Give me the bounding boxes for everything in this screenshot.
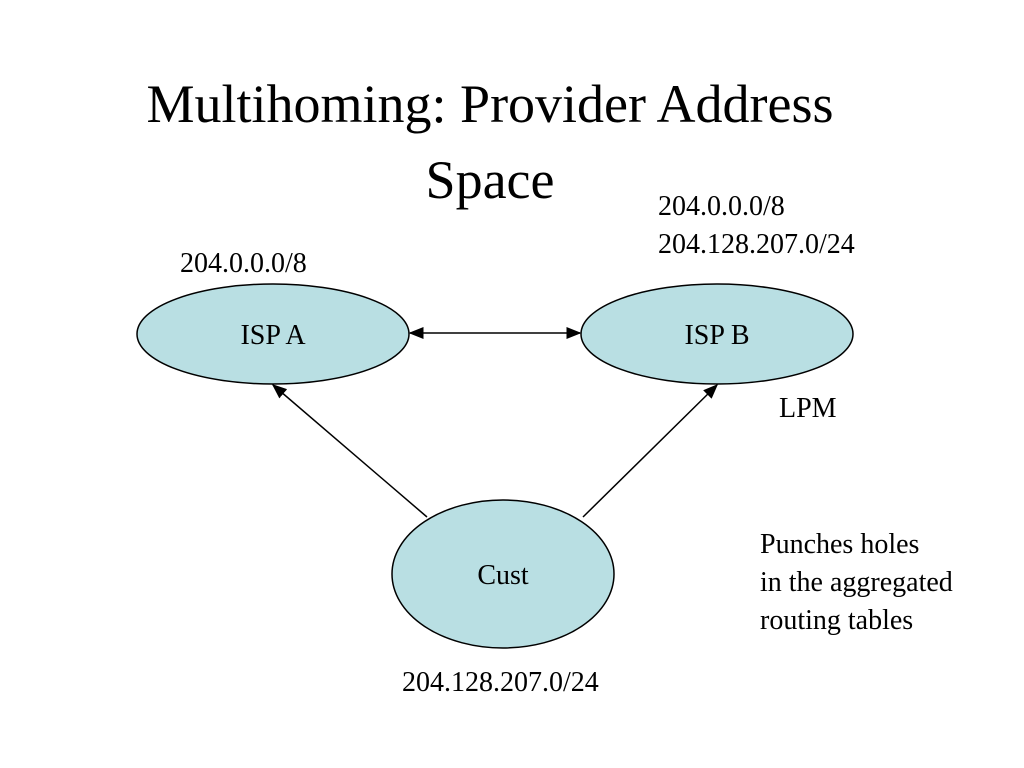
isp-b-prefix-2: 204.128.207.0/24 xyxy=(658,229,855,260)
isp-a-prefix: 204.0.0.0/8 xyxy=(180,248,307,279)
note-line-3: routing tables xyxy=(760,605,914,636)
title-line-2: Space xyxy=(425,150,555,210)
slide-title: Multihoming: Provider Address Space xyxy=(40,66,940,218)
cust-to-isp-b-link xyxy=(582,383,719,518)
lpm-label: LPM xyxy=(779,393,837,424)
isp-b-prefixes: 204.0.0.0/8 204.128.207.0/24 xyxy=(658,188,855,264)
isp-b-label: ISP B xyxy=(684,320,749,351)
cust-prefix: 204.128.207.0/24 xyxy=(402,667,599,698)
isp-a-label: ISP A xyxy=(240,320,306,351)
note-line-1: Punches holes xyxy=(760,529,920,560)
routing-note: Punches holes in the aggregated routing … xyxy=(760,526,953,640)
note-line-2: in the aggregated xyxy=(760,567,953,598)
isp-b-node: ISP B xyxy=(580,283,854,385)
cust-to-isp-a-link xyxy=(271,384,428,518)
isp-b-prefix-1: 204.0.0.0/8 xyxy=(658,191,785,222)
cust-label: Cust xyxy=(477,560,529,591)
title-line-1: Multihoming: Provider Address xyxy=(146,74,834,134)
isp-a-node: ISP A xyxy=(136,283,410,385)
cust-node: Cust xyxy=(391,499,615,649)
